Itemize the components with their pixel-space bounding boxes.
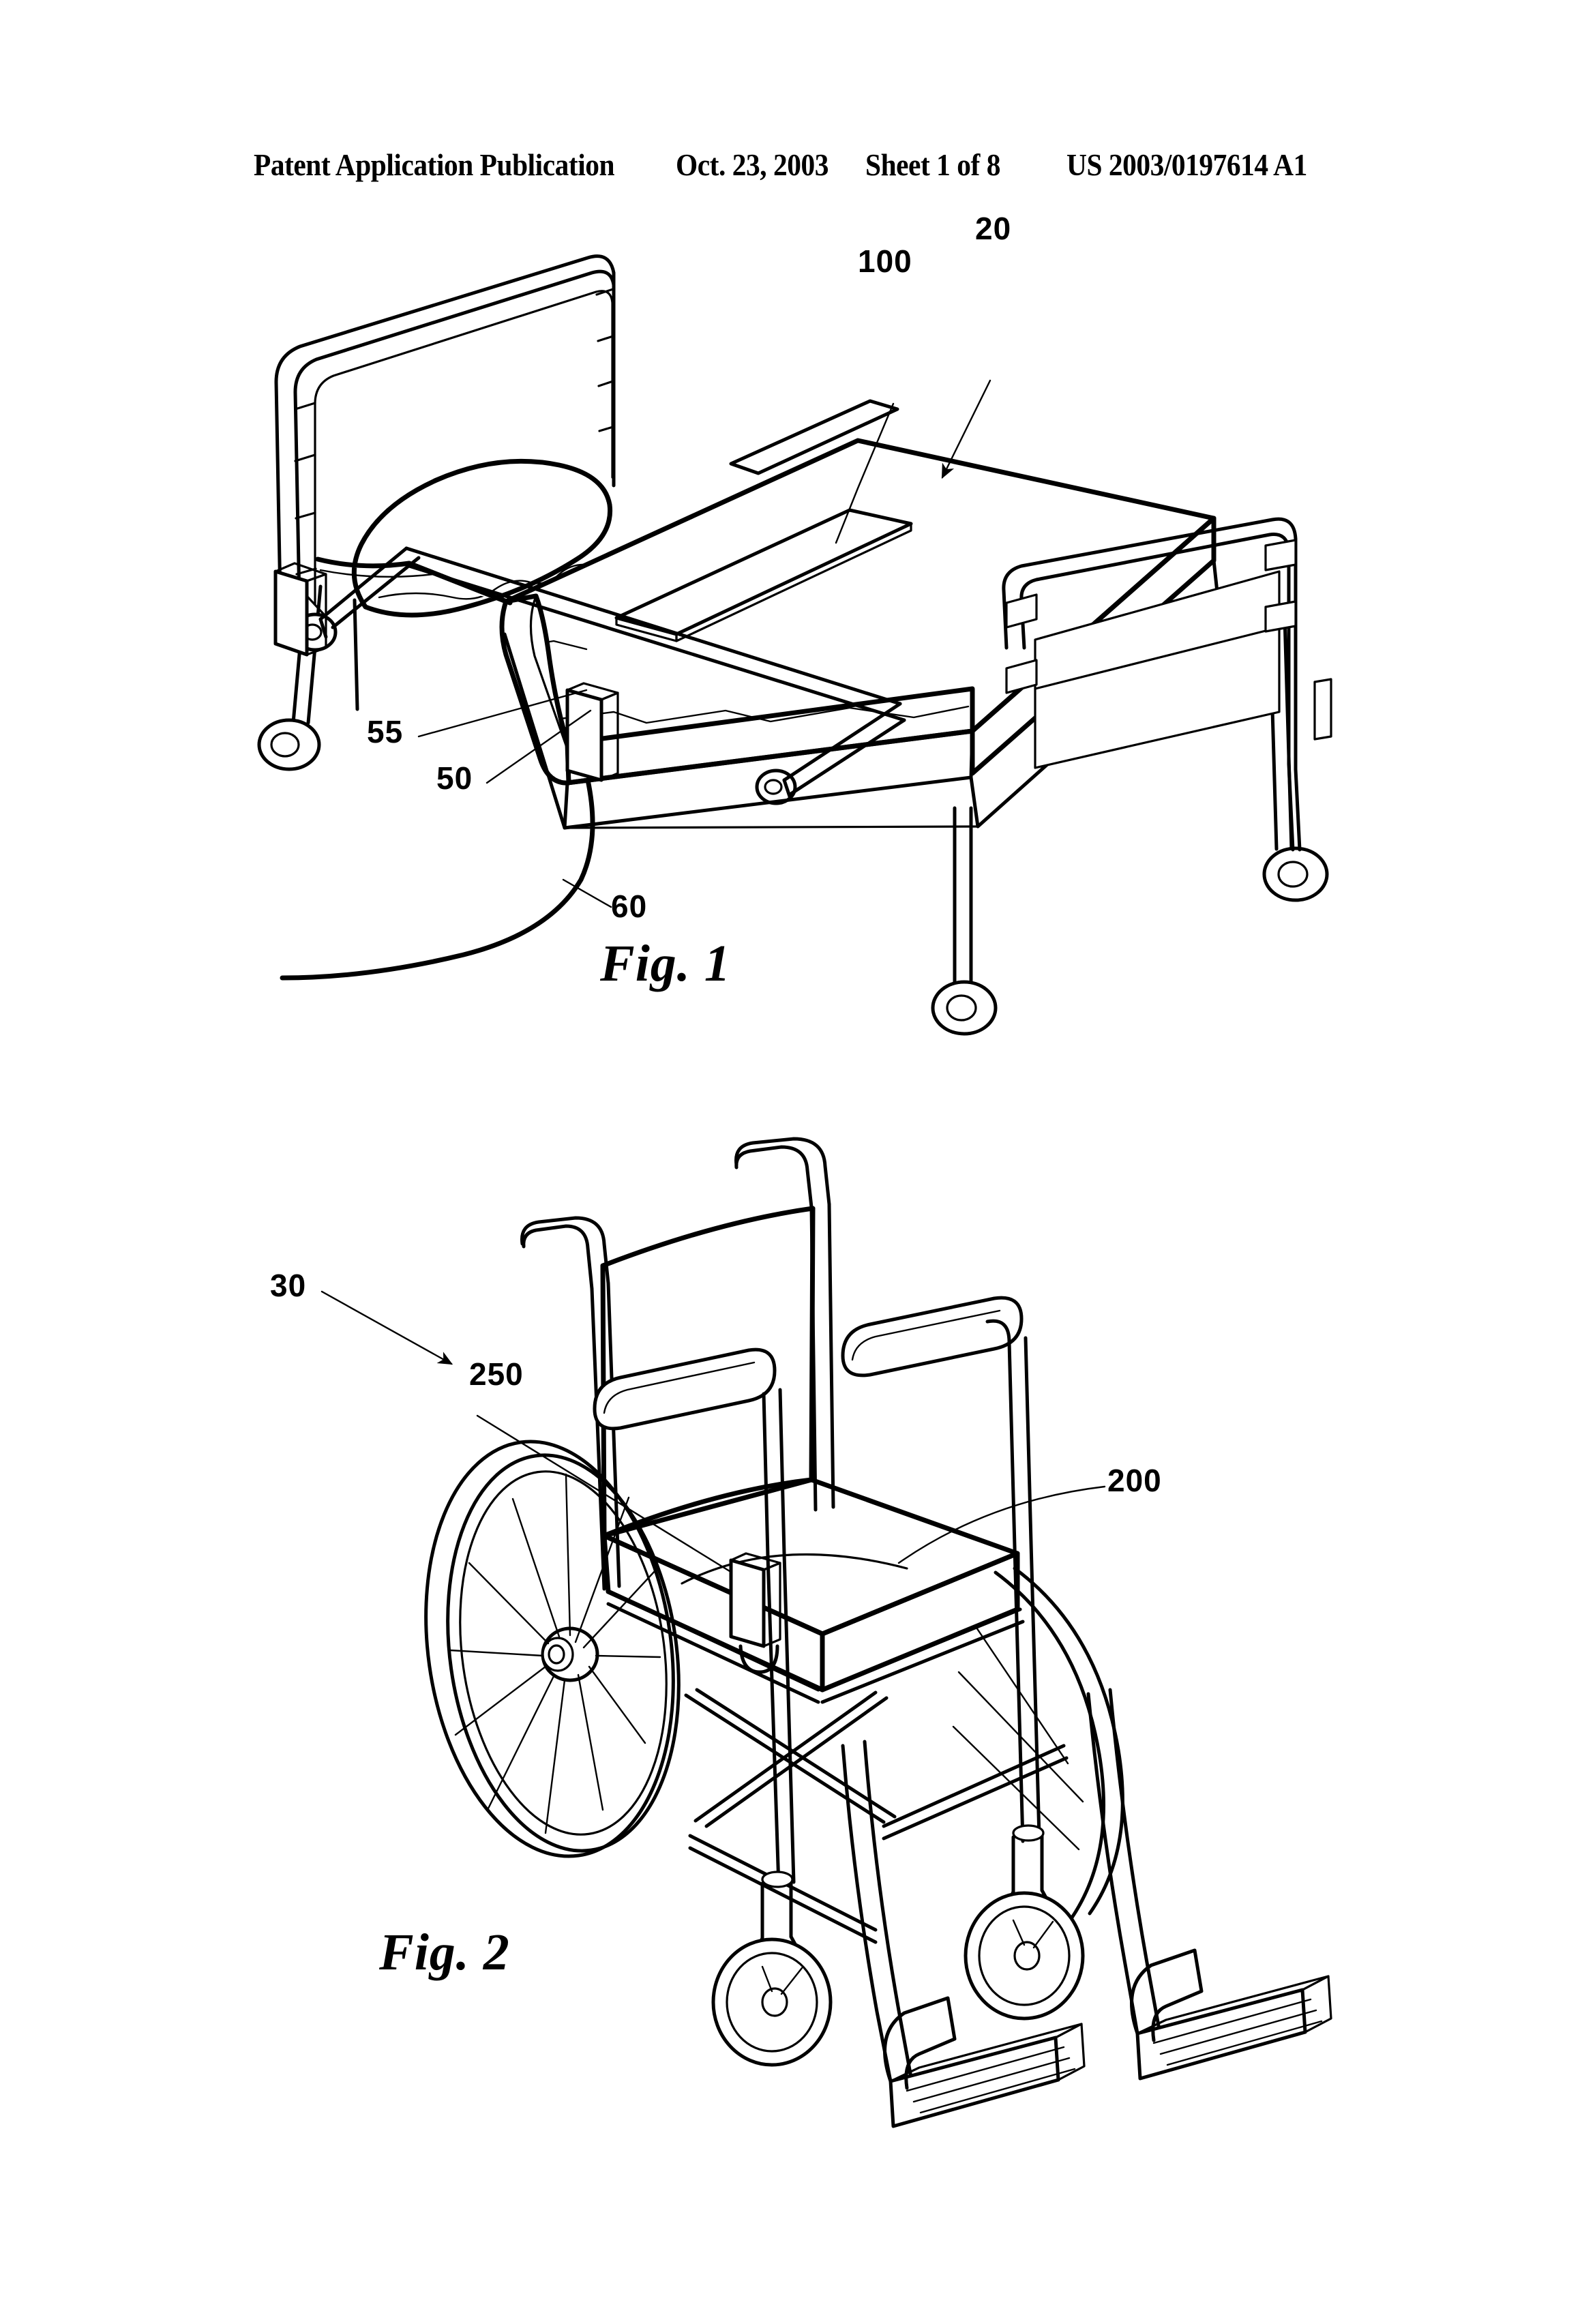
wheelchair-seat xyxy=(601,1477,1020,1693)
wheelchair-rear-wheel xyxy=(424,1440,681,1858)
page-header: Patent Application Publication Oct. 23, … xyxy=(0,147,1582,183)
ref-numeral-100: 100 xyxy=(858,243,912,279)
figure-2-caption: Fig. 2 xyxy=(379,1924,510,1981)
bed-legs-and-casters xyxy=(257,584,1329,1036)
bed-footboard xyxy=(1002,517,1332,852)
wheelchair-back-frame xyxy=(520,1137,835,1591)
ref-numeral-200: 200 xyxy=(1107,1463,1162,1498)
wheelchair-rear-wheel-far xyxy=(952,1566,1124,1920)
ref-numeral-55: 55 xyxy=(367,714,404,749)
figure-1-caption: Fig. 1 xyxy=(600,935,731,992)
ref-numeral-60: 60 xyxy=(611,889,648,924)
ref-numeral-250: 250 xyxy=(469,1356,524,1392)
bed-side-rail xyxy=(318,546,906,799)
bed-headboard xyxy=(274,254,616,636)
bed-pillow xyxy=(351,458,613,618)
header-sheet-number: Sheet 1 of 8 xyxy=(865,148,1000,182)
bed-signal-cable xyxy=(280,777,595,981)
bed-base-frame xyxy=(503,558,1221,830)
bed-mattress xyxy=(503,438,1217,786)
headboard-bracket xyxy=(273,562,327,657)
header-date: Oct. 23, 2003 xyxy=(676,148,829,182)
wheelchair-footrests xyxy=(841,1688,1332,2128)
wheelchair-front-casters xyxy=(711,1824,1085,2067)
wheelchair-backrest xyxy=(600,1206,816,1538)
wheelchair-frame xyxy=(606,1540,1069,1944)
ref-numeral-20: 20 xyxy=(975,211,1012,246)
bed-sensor-pad xyxy=(614,508,913,642)
bed-deck-panel xyxy=(729,399,899,475)
wheelchair-armrests xyxy=(593,1296,1033,1558)
ref-numeral-30: 30 xyxy=(270,1268,307,1303)
figure-1-leader-lines xyxy=(417,379,991,908)
ref-numeral-50: 50 xyxy=(436,760,473,796)
figure-2-leader-lines xyxy=(320,1290,1106,1573)
bed-sensor-module xyxy=(565,682,619,782)
bed-sheet xyxy=(315,556,513,606)
wheelchair-sensor-module xyxy=(729,1552,781,1674)
header-publication-label: Patent Application Publication xyxy=(254,148,615,182)
bed-bolster xyxy=(499,593,571,786)
header-document-number: US 2003/0197614 A1 xyxy=(1066,148,1307,182)
figure-1-hospital-bed xyxy=(257,254,1332,1036)
wheelchair-seat-sensor-pad xyxy=(681,1553,908,1585)
